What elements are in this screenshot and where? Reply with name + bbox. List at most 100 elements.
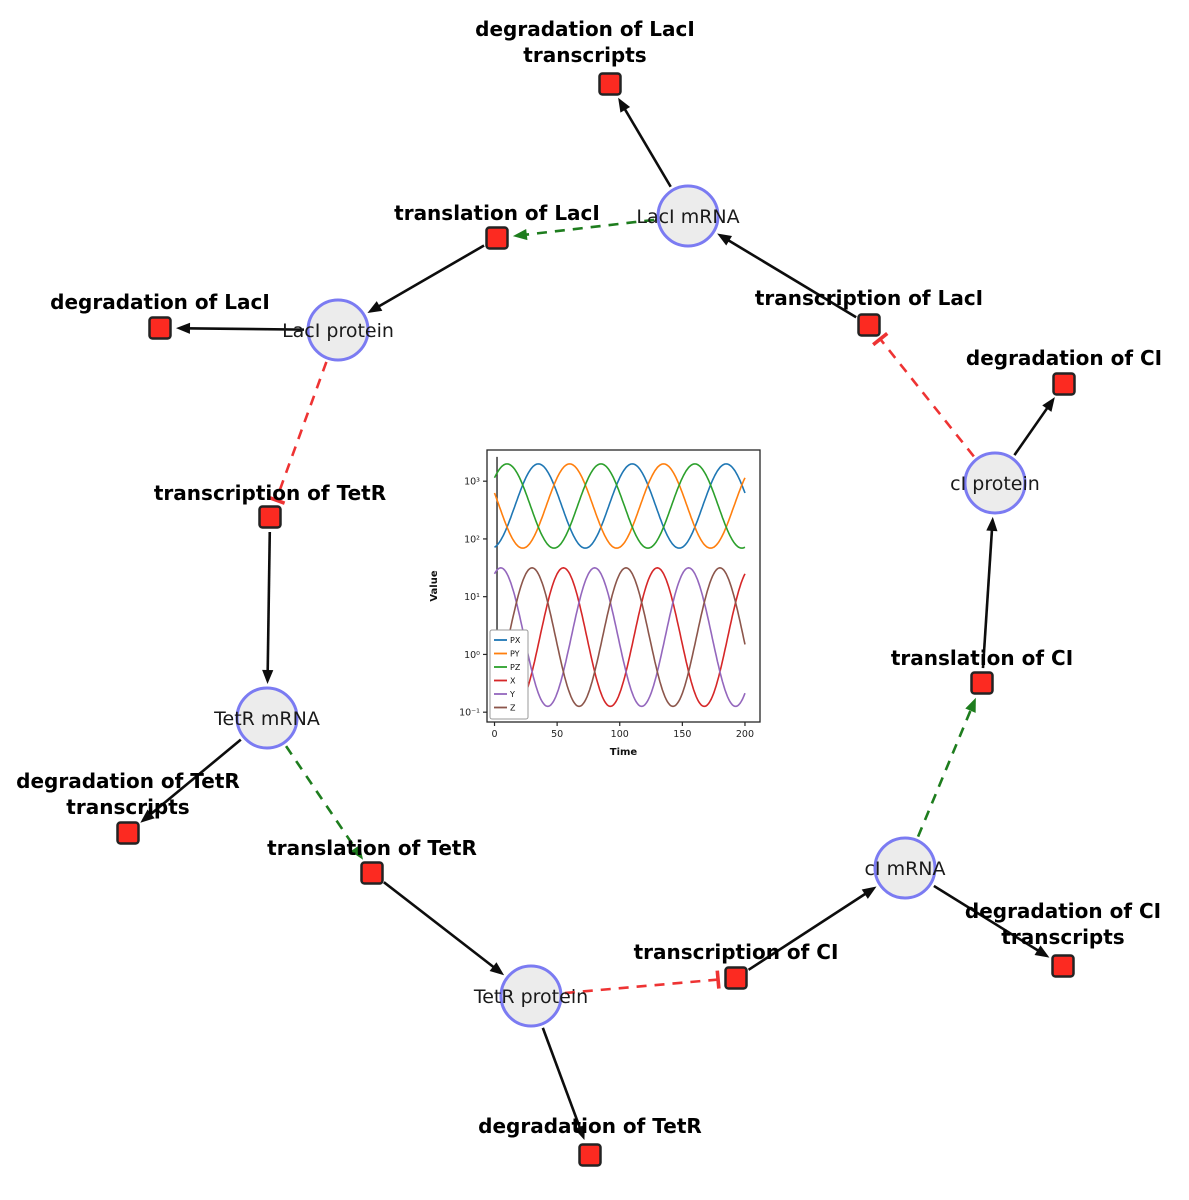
arrowhead — [489, 962, 505, 976]
reaction-label-deg-tetr: degradation of TetR — [478, 1114, 702, 1138]
reaction-node-deg-laci — [148, 316, 172, 340]
production-edge-line — [747, 889, 871, 971]
edge-translation-ci-to-ci-protein — [981, 516, 998, 669]
arrowhead — [512, 229, 528, 241]
modifier-edge-line — [916, 704, 975, 838]
y-tick-label: 10⁰ — [464, 650, 480, 661]
edge-laci-protein-to-transcription-tetr — [267, 361, 328, 505]
reaction-node-deg-tetr-transcripts — [116, 821, 140, 845]
reaction-label-transcription-tetr: transcription of TetR — [154, 481, 386, 505]
reaction-node-deg-laci-transcripts — [598, 72, 622, 96]
edge-ci-protein-to-transcription-laci — [872, 332, 975, 458]
consumption-edge-line — [620, 103, 672, 188]
series-Z — [493, 567, 746, 708]
edge-transcription-laci-to-laci-mrna — [717, 233, 857, 319]
chart-legend-box — [489, 629, 529, 720]
reaction-node-deg-ci-transcripts — [1051, 954, 1075, 978]
reaction-label-deg-laci: degradation of LacI — [50, 290, 270, 314]
species-node-laci-mrna — [656, 184, 720, 248]
species-node-ci-protein — [963, 451, 1027, 515]
edge-translation-tetr-to-tetr-protein — [383, 881, 505, 976]
x-tick-label: 100 — [611, 729, 629, 740]
inhibition-edge-line — [564, 978, 719, 995]
production-edge-line — [383, 881, 499, 972]
arrowhead — [1034, 945, 1050, 958]
reaction-node-transcription-ci — [724, 966, 748, 990]
species-node-tetr-protein — [499, 964, 563, 1028]
production-edge-line — [981, 524, 994, 669]
edge-ci-protein-to-deg-ci — [1013, 397, 1055, 456]
reaction-label-translation-tetr: translation of TetR — [267, 836, 477, 860]
arrowhead — [350, 845, 364, 860]
species-label-ci-mrna: cI mRNA — [864, 858, 945, 880]
series-PX — [494, 463, 746, 549]
species-label-tetr-mrna: TetR mRNA — [213, 708, 320, 730]
series-X — [493, 567, 746, 708]
edge-transcription-ci-to-ci-mrna — [747, 886, 877, 971]
edge-ci-mrna-to-deg-ci-transcripts — [933, 884, 1050, 958]
reaction-node-translation-laci — [485, 226, 509, 250]
production-edge-line — [723, 236, 857, 319]
species-node-ci-mrna — [873, 836, 937, 900]
series-Y — [493, 567, 746, 708]
production-edge-line — [373, 244, 485, 311]
reaction-label-translation-ci: translation of CI — [891, 646, 1073, 670]
reaction-node-transcription-tetr — [258, 505, 282, 529]
y-tick-label: 10¹ — [464, 592, 480, 603]
edge-laci-mrna-to-deg-laci-transcripts — [618, 97, 672, 188]
arrowhead — [986, 516, 998, 532]
reaction-label-deg-ci: degradation of CI — [966, 346, 1162, 370]
species-label-laci-protein: LacI protein — [282, 320, 394, 342]
legend-label-Y: Y — [509, 690, 515, 699]
reaction-label-transcription-laci: transcription of LacI — [755, 286, 983, 310]
modifier-edge-line — [284, 745, 360, 855]
series-PZ — [493, 463, 746, 549]
edge-laci-protein-to-deg-laci — [175, 322, 305, 334]
edge-laci-mrna-to-translation-laci — [512, 218, 655, 241]
y-tick-label: 10³ — [464, 477, 480, 488]
node-layer — [116, 72, 1076, 1167]
x-axis-label: Time — [610, 747, 638, 758]
edge-tetr-protein-to-deg-tetr — [541, 1027, 585, 1140]
arrowhead — [965, 697, 976, 713]
species-node-laci-protein — [306, 298, 370, 362]
consumption-edge-line — [145, 738, 242, 819]
x-tick-label: 50 — [551, 729, 563, 740]
x-tick-label: 200 — [736, 729, 754, 740]
species-node-tetr-mrna — [235, 686, 299, 750]
x-tick-label: 150 — [673, 729, 691, 740]
arrowhead — [717, 233, 733, 246]
edge-layer — [140, 97, 1055, 1140]
edge-tetr-mrna-to-translation-tetr — [284, 745, 364, 860]
edge-transcription-tetr-to-tetr-mrna — [262, 531, 274, 685]
legend-label-PX: PX — [510, 636, 521, 645]
y-tick-label: 10² — [464, 534, 480, 545]
reaction-node-transcription-laci — [857, 313, 881, 337]
consumption-edge-line — [933, 884, 1044, 955]
edge-tetr-mrna-to-deg-tetr-transcripts — [140, 738, 242, 823]
reaction-label-translation-laci: translation of LacI — [394, 201, 600, 225]
arrowhead — [140, 809, 155, 823]
y-tick-label: 10⁻¹ — [459, 708, 480, 719]
chart-series-layer — [493, 456, 746, 720]
inhibition-tbar — [715, 970, 721, 989]
inhibition-tbar — [872, 332, 889, 347]
reaction-node-deg-tetr — [578, 1143, 602, 1167]
reaction-node-deg-ci — [1052, 372, 1076, 396]
arrowhead — [861, 886, 877, 899]
arrowhead — [262, 669, 274, 685]
edge-tetr-protein-to-transcription-ci — [564, 970, 721, 995]
inhibition-tbar — [267, 495, 286, 505]
arrowhead — [367, 301, 383, 313]
species-label-laci-mrna: LacI mRNA — [636, 206, 739, 228]
y-axis-label: Value — [429, 570, 440, 601]
reaction-label-transcription-ci: transcription of CI — [634, 940, 839, 964]
reaction-node-translation-ci — [970, 671, 994, 695]
consumption-edge-line — [183, 326, 305, 331]
legend-label-X: X — [510, 677, 516, 686]
